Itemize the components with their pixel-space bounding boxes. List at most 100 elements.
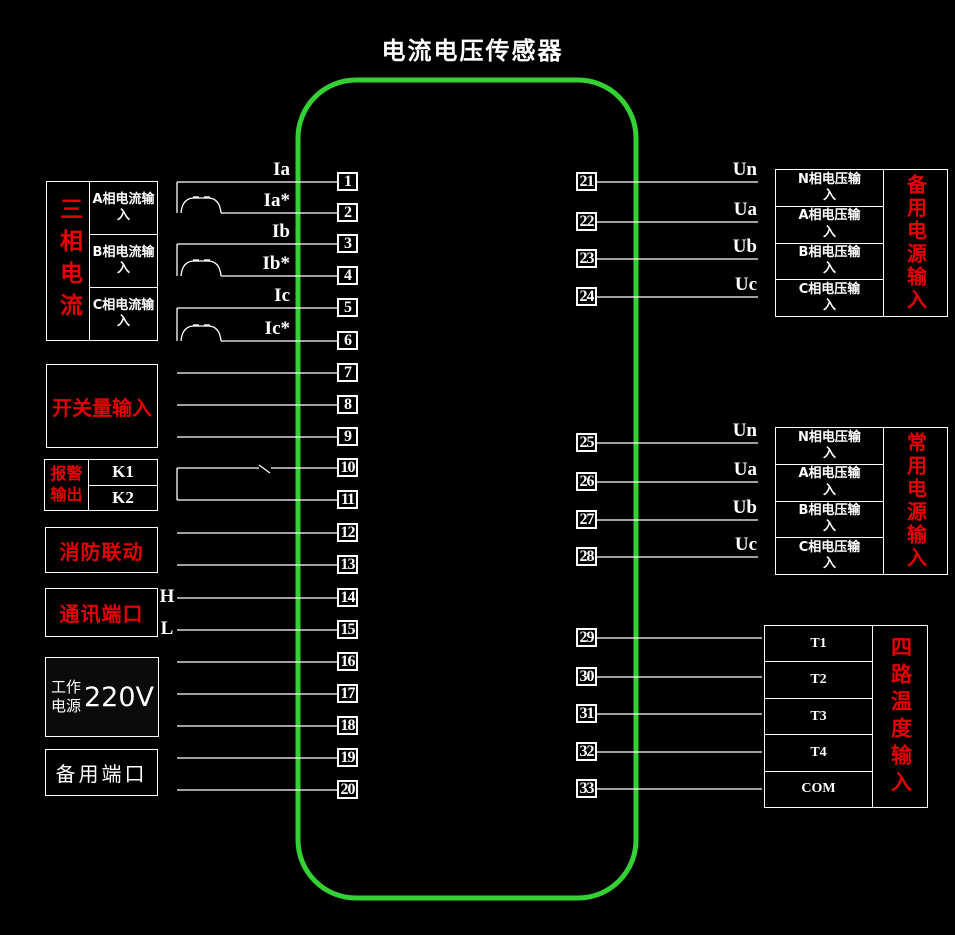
temp-t4-row: T4 bbox=[765, 735, 872, 772]
temperature-panel: T1 T2 T3 T4 COM 四路温度输入 bbox=[764, 625, 928, 808]
relay-k1-row: K1 bbox=[89, 460, 157, 486]
ct-a-coil bbox=[180, 197, 222, 214]
fire-linkage-label: 消防联动 bbox=[59, 539, 144, 564]
backup-a-voltage-row: A相电压输入 bbox=[776, 207, 883, 244]
normal-power-rows: N相电压输入 A相电压输入 B相电压输入 C相电压输入 bbox=[776, 428, 883, 574]
pin-18: 18 bbox=[337, 716, 358, 735]
backup-c-voltage-row: C相电压输入 bbox=[776, 280, 883, 316]
temperature-label: 四路温度输入 bbox=[888, 635, 913, 798]
pin-4: 4 bbox=[337, 266, 358, 285]
comm-port-panel: 通讯端口 bbox=[45, 588, 158, 637]
wire-label-ua-normal: Ua bbox=[733, 459, 757, 480]
phase-b-current-row: B相电流输入 bbox=[90, 235, 157, 288]
work-power-label: 工作电源 bbox=[50, 678, 81, 715]
work-power-panel: 工作电源 220V bbox=[45, 657, 159, 737]
temp-t2-row: T2 bbox=[765, 662, 872, 699]
normal-power-label-cell: 常用电源输入 bbox=[883, 428, 947, 574]
pin-13: 13 bbox=[337, 555, 358, 574]
pin-33: 33 bbox=[576, 779, 597, 798]
normal-a-voltage-row: A相电压输入 bbox=[776, 465, 883, 502]
pin-21: 21 bbox=[576, 172, 597, 191]
backup-b-voltage-row: B相电压输入 bbox=[776, 244, 883, 281]
three-phase-current-panel: 三相电流 A相电流输入 B相电流输入 C相电流输入 bbox=[46, 181, 158, 341]
wire-label-ub-backup: Ub bbox=[732, 236, 757, 257]
switch-input-label: 开关量输入 bbox=[52, 395, 152, 420]
pin-24: 24 bbox=[576, 287, 597, 306]
normal-power-label: 常用电源输入 bbox=[903, 432, 928, 570]
pin-10: 10 bbox=[337, 458, 358, 477]
spare-port-panel: 备用端口 bbox=[45, 749, 158, 796]
pin-31: 31 bbox=[576, 704, 597, 723]
wire-label-uc-normal: Uc bbox=[734, 534, 757, 555]
pin-6: 6 bbox=[337, 331, 358, 350]
backup-n-voltage-row: N相电压输入 bbox=[776, 170, 883, 207]
pin-23: 23 bbox=[576, 249, 597, 268]
comm-port-label: 通讯端口 bbox=[59, 602, 144, 626]
normal-power-panel: N相电压输入 A相电压输入 B相电压输入 C相电压输入 常用电源输入 bbox=[775, 427, 948, 575]
three-phase-label: 三相电流 bbox=[55, 197, 82, 325]
relay-k2-row: K2 bbox=[112, 487, 134, 507]
pin-5: 5 bbox=[337, 298, 358, 317]
switch-input-panel: 开关量输入 bbox=[46, 364, 158, 448]
pin-29: 29 bbox=[576, 628, 597, 647]
sensor-boundary-outline bbox=[295, 77, 639, 901]
temperature-rows: T1 T2 T3 T4 COM bbox=[765, 626, 872, 807]
work-power-voltage: 220V bbox=[83, 681, 154, 713]
pin-28: 28 bbox=[576, 547, 597, 566]
pin-22: 22 bbox=[576, 212, 597, 231]
phase-c-current-row: C相电流输入 bbox=[90, 288, 157, 340]
wire-label-ib: Ib bbox=[272, 221, 290, 242]
backup-a-voltage-label: A相电压输入 bbox=[798, 208, 861, 240]
normal-n-voltage-row: N相电压输入 bbox=[776, 428, 883, 465]
pin-27: 27 bbox=[576, 510, 597, 529]
diagram-title: 电流电压传感器 bbox=[381, 37, 564, 65]
temp-com-row: COM bbox=[801, 781, 836, 797]
backup-power-label: 备用电源输入 bbox=[903, 174, 928, 312]
backup-c-voltage-label: C相电压输入 bbox=[798, 281, 861, 314]
wire-label-ic: Ic bbox=[274, 285, 290, 306]
three-phase-rows: A相电流输入 B相电流输入 C相电流输入 bbox=[90, 182, 157, 340]
wire-label-ib-star: Ib* bbox=[262, 253, 290, 274]
wire-label-uc-backup: Uc bbox=[734, 274, 757, 295]
temp-t1-row: T1 bbox=[765, 626, 872, 663]
pin-19: 19 bbox=[337, 748, 358, 767]
normal-n-voltage-label: N相电压输入 bbox=[798, 429, 861, 461]
wire-label-ia-star: Ia* bbox=[263, 190, 290, 211]
ct-b-coil bbox=[180, 260, 222, 277]
pin-3: 3 bbox=[337, 234, 358, 253]
pin-30: 30 bbox=[576, 667, 597, 686]
fire-linkage-panel: 消防联动 bbox=[45, 527, 158, 573]
pin-9: 9 bbox=[337, 427, 358, 446]
ct-c-coil bbox=[180, 325, 222, 342]
wire-label-ub-normal: Ub bbox=[732, 497, 757, 518]
phase-c-current-label: C相电流输入 bbox=[92, 297, 155, 329]
normal-c-voltage-label: C相电压输入 bbox=[798, 539, 861, 572]
pin-16: 16 bbox=[337, 652, 358, 671]
backup-power-rows: N相电压输入 A相电压输入 B相电压输入 C相电压输入 bbox=[776, 170, 883, 316]
backup-n-voltage-label: N相电压输入 bbox=[798, 171, 861, 203]
pin-32: 32 bbox=[576, 742, 597, 761]
wire-label-ic-star: Ic* bbox=[264, 318, 290, 339]
pin-8: 8 bbox=[337, 395, 358, 414]
wire-label-un-normal: Un bbox=[732, 420, 757, 441]
wire-label-un-backup: Un bbox=[732, 159, 757, 180]
pin-26: 26 bbox=[576, 472, 597, 491]
alarm-output-panel: 报警输出 K1 K2 bbox=[44, 459, 158, 511]
normal-b-voltage-row: B相电压输入 bbox=[776, 502, 883, 539]
phase-a-current-row: A相电流输入 bbox=[90, 182, 157, 235]
contact-tick-pin-10 bbox=[258, 464, 271, 474]
alarm-output-rows: K1 K2 bbox=[89, 460, 157, 510]
pin-25: 25 bbox=[576, 433, 597, 452]
pin-14: 14 bbox=[337, 588, 358, 607]
pin-11: 11 bbox=[337, 490, 358, 509]
normal-a-voltage-label: A相电压输入 bbox=[798, 466, 861, 498]
pin-12: 12 bbox=[337, 523, 358, 542]
normal-c-voltage-row: C相电压输入 bbox=[776, 538, 883, 574]
wire-label-ua-backup: Ua bbox=[733, 199, 757, 220]
backup-power-label-cell: 备用电源输入 bbox=[883, 170, 947, 316]
phase-a-current-label: A相电流输入 bbox=[92, 191, 155, 223]
pin-20: 20 bbox=[337, 780, 358, 799]
pin-15: 15 bbox=[337, 620, 358, 639]
